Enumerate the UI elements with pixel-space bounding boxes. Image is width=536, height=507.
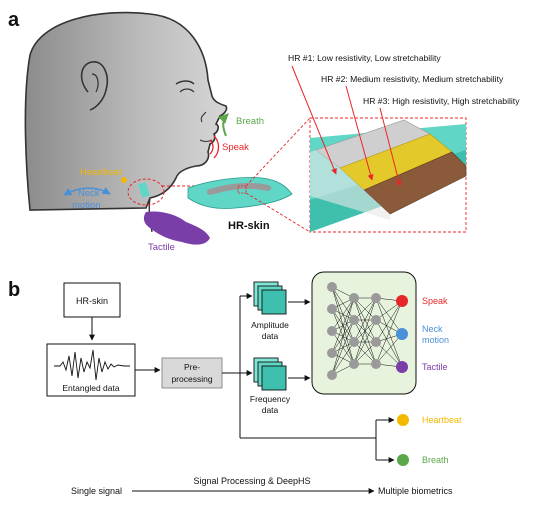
nn-node (349, 293, 359, 303)
entangled-waveform (54, 349, 130, 381)
zoom-connector-3 (245, 192, 311, 233)
nn-edge (375, 300, 403, 343)
frequency-data-stack (253, 357, 287, 391)
nn-edge (331, 297, 355, 376)
preprocessing-label-2: processing (171, 374, 212, 384)
zoom-connector-2 (245, 117, 311, 187)
breath-output-node (397, 454, 409, 466)
nn-edge (353, 297, 377, 343)
speak-waves (209, 135, 220, 159)
output-heartbeat-label: Heartbeat (422, 415, 462, 425)
bottom-right-label: Multiple biometrics (378, 486, 453, 496)
nn-output-node (396, 361, 408, 373)
hr-layer-1-arrow (291, 65, 337, 175)
nn-output-node (396, 295, 408, 307)
nn-node (371, 315, 381, 325)
amplitude-label-1: Amplitude (251, 320, 289, 330)
nn-edge (353, 341, 377, 365)
hr-layer-1-label: HR #1: Low resistivity, Low stretchabili… (288, 53, 441, 63)
hr-layer-3-arrow (379, 107, 402, 187)
nn-edge (353, 319, 377, 365)
heartbeat-output-node (397, 414, 409, 426)
neck-motion-label-1: Neck (78, 188, 100, 199)
nn-edge (353, 297, 377, 321)
nn-node (327, 304, 337, 314)
nn-node (327, 282, 337, 292)
nn-edge (375, 297, 403, 335)
amplitude-data-stack (253, 281, 287, 315)
nn-edge (375, 333, 403, 365)
nn-node (327, 370, 337, 380)
hr-layer-3-label: HR #3: High resistivity, High stretchabi… (363, 96, 520, 106)
bottom-middle-label: Signal Processing & DeepHS (193, 476, 310, 486)
nn-node (349, 315, 359, 325)
hr-skin-box (63, 282, 121, 318)
preprocessing-label-1: Pre- (184, 362, 200, 372)
head-illustration (24, 11, 228, 233)
speak-label: Speak (222, 142, 249, 153)
heartbeat-dot (121, 177, 127, 183)
hr-layer-2-arrow (345, 85, 374, 181)
nn-node (327, 348, 337, 358)
nn-node (371, 337, 381, 347)
neck-motion-label-2: motion (72, 200, 101, 211)
output-speak-label: Speak (422, 296, 448, 306)
amplitude-label-2: data (262, 331, 279, 341)
frequency-label-2: data (262, 405, 279, 415)
nn-edge (375, 300, 403, 365)
output-breath-label: Breath (422, 455, 449, 465)
panel-b-label: b (8, 279, 20, 301)
frequency-label-1: Frequency (250, 394, 291, 404)
hr-skin-label: HR-skin (228, 220, 270, 232)
tactile-label: Tactile (148, 242, 175, 253)
hr-skin-patch (187, 177, 293, 209)
nn-edge (331, 319, 355, 376)
nn-edge (353, 297, 377, 365)
preprocessing-box (161, 357, 223, 389)
nn-edge (375, 341, 403, 368)
tactile-finger (143, 211, 210, 245)
nn-node (371, 293, 381, 303)
output-tactile-label: Tactile (422, 362, 448, 372)
output-neck-label-2: motion (422, 335, 449, 345)
nn-node (327, 326, 337, 336)
hr-layer-inset (309, 117, 467, 233)
nn-node (349, 359, 359, 369)
breath-arrow (218, 113, 229, 137)
nn-node (349, 337, 359, 347)
entangled-data-label: Entangled data (62, 383, 119, 393)
sensor-location-marker (127, 178, 165, 206)
neck-motion-arrow (63, 186, 111, 196)
hr-layer-2-label: HR #2: Medium resistivity, Medium stretc… (321, 74, 504, 84)
entangled-data-box (46, 343, 136, 397)
nn-edge (375, 319, 403, 368)
nn-edge (331, 297, 355, 354)
breath-label: Breath (236, 116, 264, 127)
panel-a-label: a (8, 9, 20, 31)
nn-node (371, 359, 381, 369)
output-neck-label-1: Neck (422, 324, 443, 334)
nn-edge (331, 341, 355, 376)
nn-edge (331, 297, 355, 332)
nn-output-node (396, 328, 408, 340)
heartbeat-label: Heartbeat (80, 167, 122, 178)
hr-skin-box-label: HR-skin (76, 296, 108, 306)
bottom-left-label: Single signal (71, 486, 122, 496)
sensor-patch (138, 182, 150, 198)
neural-network-nodes (327, 282, 408, 380)
